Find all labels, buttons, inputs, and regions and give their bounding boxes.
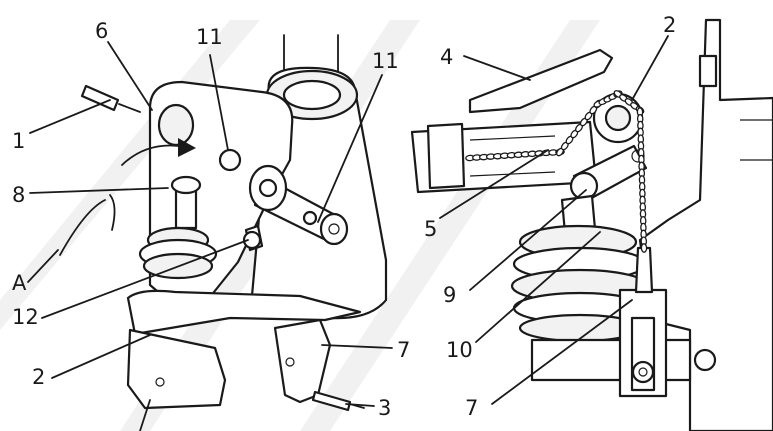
label-left-7: 2 xyxy=(32,365,45,389)
right-leader-lines xyxy=(439,35,669,405)
label-left-6: 12 xyxy=(12,305,39,329)
label-right-5: 7 xyxy=(465,396,478,420)
roller-chain xyxy=(465,90,648,253)
label-right-1: 2 xyxy=(663,13,676,37)
left-assembly xyxy=(59,34,388,412)
label-right-0: 4 xyxy=(440,45,453,69)
part-labels: 1 6 11 11 8 A 12 2 7 3 4 2 5 9 10 7 xyxy=(12,13,676,420)
right-assembly xyxy=(410,18,773,431)
label-left-5: A xyxy=(12,271,27,295)
label-left-1: 6 xyxy=(95,19,108,43)
left-leader-lines xyxy=(27,41,393,431)
label-left-9: 3 xyxy=(378,396,391,420)
label-right-2: 5 xyxy=(424,217,437,241)
label-right-4: 10 xyxy=(446,338,473,362)
chain-link xyxy=(640,243,648,253)
label-left-4: 8 xyxy=(12,183,25,207)
label-left-0: 1 xyxy=(12,129,25,153)
label-right-3: 9 xyxy=(443,283,456,307)
label-left-3: 11 xyxy=(372,49,399,73)
label-left-2: 11 xyxy=(196,25,223,49)
label-left-8: 7 xyxy=(397,338,410,362)
